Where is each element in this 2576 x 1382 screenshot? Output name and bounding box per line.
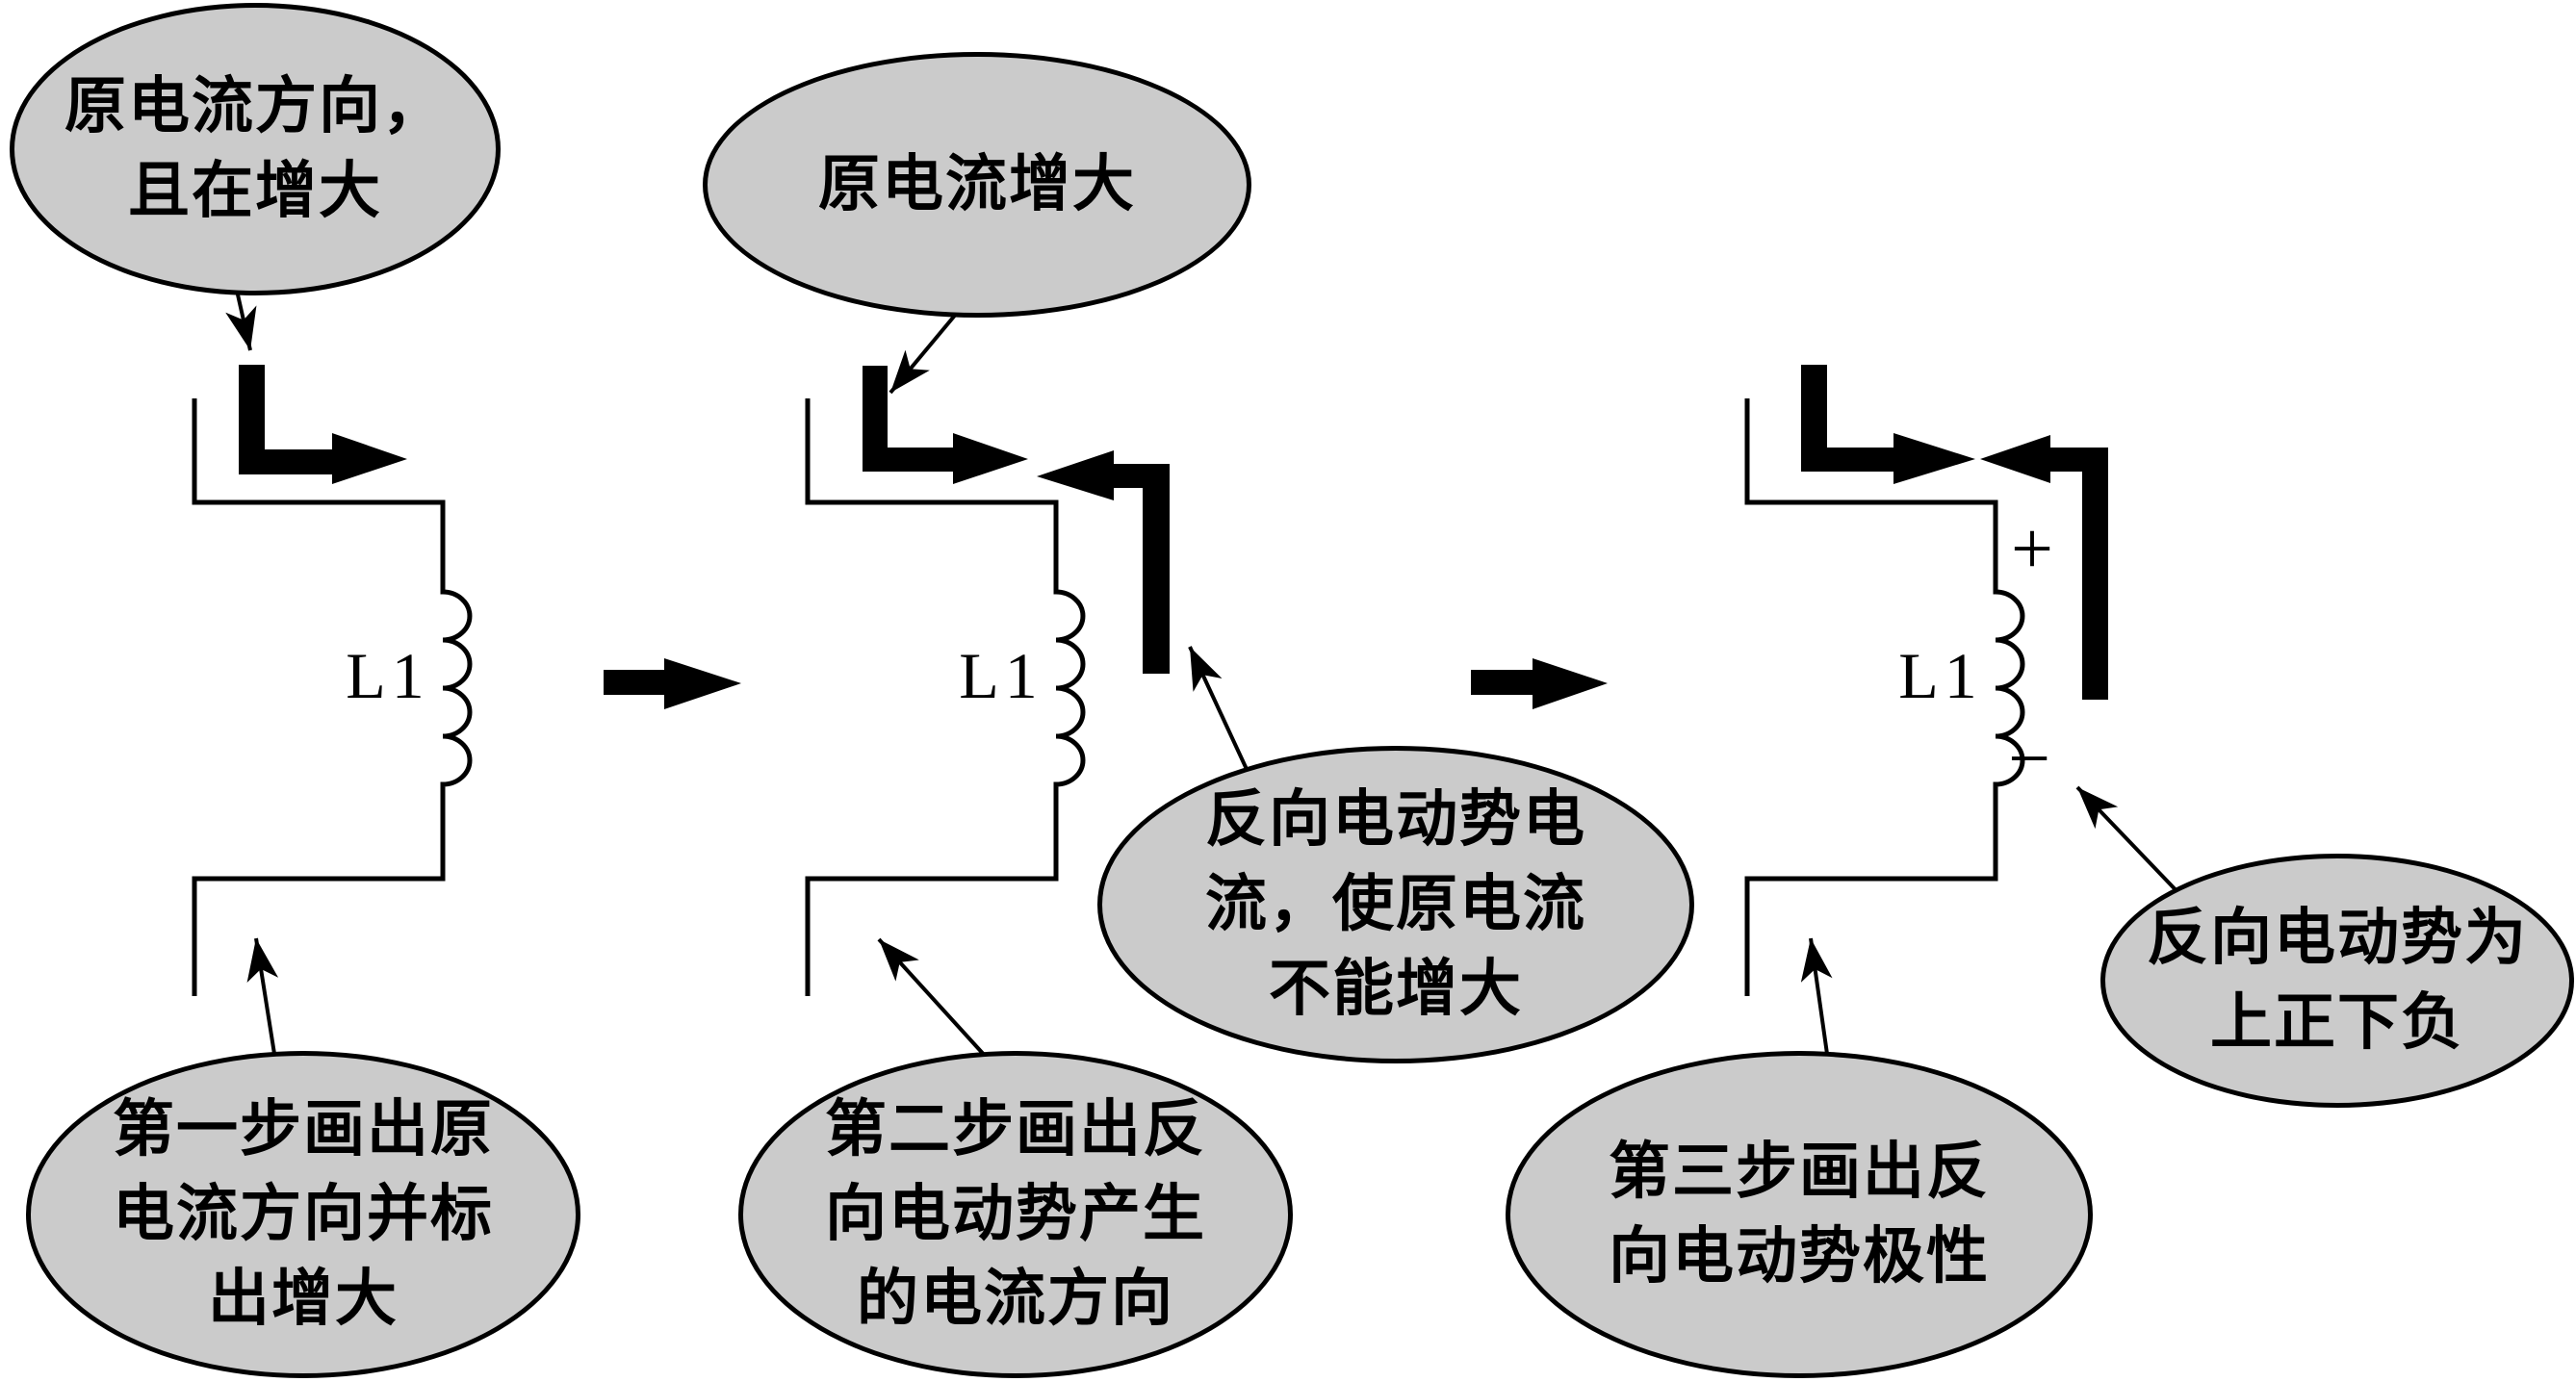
callout-text-line: 向电动势产生 <box>825 1180 1206 1248</box>
callout-text-line: 的电流方向 <box>857 1265 1174 1333</box>
callout-text-line: 不能增大 <box>1269 955 1523 1023</box>
callout-text-line: 第二步画出反 <box>825 1095 1206 1164</box>
callout-text-line: 出增大 <box>208 1265 399 1333</box>
callout-text-line: 反向电动势为 <box>2147 904 2528 972</box>
callout-pointer-step1 <box>246 937 279 1055</box>
inductor-label-1: L1 <box>346 639 430 712</box>
callout-pointer-emf-polarity <box>2075 785 2187 902</box>
callout-pointer-step2 <box>877 937 998 1070</box>
callout-text-line: 且在增大 <box>128 157 382 225</box>
induced-current-arrow-2 <box>1037 450 1170 674</box>
original-current-arrow-3 <box>1801 365 1975 484</box>
original-current-arrow-1 <box>239 365 407 484</box>
callout-text-line: 流，使原电流 <box>1205 870 1586 938</box>
callout-text-line: 反向电动势电 <box>1205 785 1586 854</box>
callout-text-line: 第一步画出原 <box>113 1095 494 1164</box>
induced-current-arrow-3 <box>1980 435 2108 700</box>
callout-text-line: 第三步画出反 <box>1609 1138 1990 1206</box>
step-transition-arrow-2 <box>1471 658 1608 709</box>
callout-text-line: 上正下负 <box>2210 988 2464 1057</box>
callout-pointer-step3 <box>1800 937 1833 1055</box>
minus-polarity-mark: − <box>2008 716 2050 800</box>
plus-polarity-mark: + <box>2011 506 2053 590</box>
callout-reverse-emf-current: 反向电动势电 流，使原电流 不能增大 <box>1097 746 1694 1063</box>
circuit-2-with-inductor <box>805 398 1086 996</box>
callout-text-line: 原电流方向， <box>64 72 446 141</box>
callout-text-line: 原电流增大 <box>818 150 1136 218</box>
callout-step1: 第一步画出原 电流方向并标 出增大 <box>26 1051 580 1378</box>
callout-original-current-direction: 原电流方向， 且在增大 <box>10 3 501 295</box>
circuit-3-with-inductor <box>1744 398 2025 996</box>
inductor-label-2: L1 <box>959 639 1043 712</box>
callout-pointer-reverse-emf-current <box>1188 646 1253 781</box>
callout-original-current-increasing: 原电流增大 <box>703 52 1251 318</box>
inductor-label-3: L1 <box>1898 639 1983 712</box>
step-transition-arrow-1 <box>604 658 741 709</box>
original-current-arrow-2 <box>863 366 1028 484</box>
callout-text-line: 向电动势极性 <box>1609 1222 1990 1291</box>
circuit-1-with-inductor <box>192 398 473 996</box>
callout-step2: 第二步画出反 向电动势产生 的电流方向 <box>738 1051 1293 1378</box>
callout-step3: 第三步画出反 向电动势极性 <box>1506 1051 2093 1378</box>
callout-text-line: 电流方向并标 <box>113 1180 494 1248</box>
callout-pointer-current-increasing <box>889 304 965 395</box>
callout-emf-polarity: 反向电动势为 上正下负 <box>2100 854 2574 1108</box>
